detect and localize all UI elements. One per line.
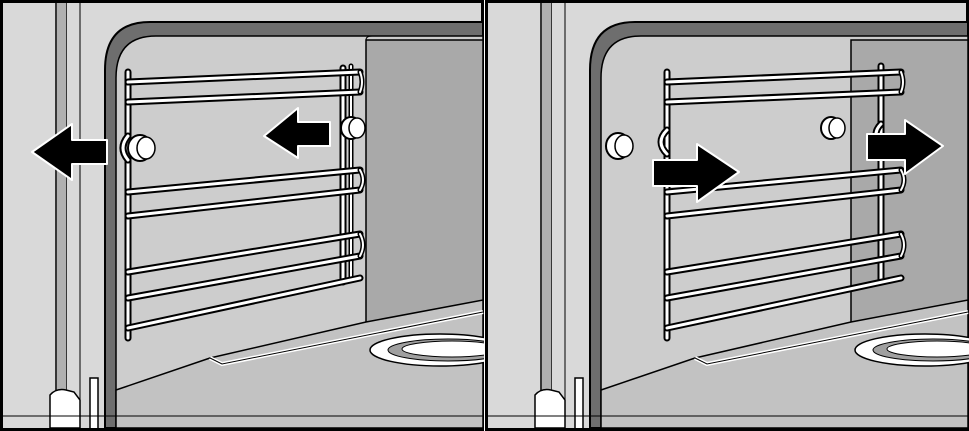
fan-cover-center [402,341,484,357]
cavity-back-wall [851,40,968,322]
mounting-stud-front [128,135,155,161]
hinge-post [90,378,98,428]
hinge-post [575,378,583,428]
panel-insert-rack [485,0,969,431]
panel-remove-rack-drawing [0,0,484,431]
fan-cover-center [887,341,969,357]
mounting-stud-rear [341,117,365,139]
cavity-back-wall [366,40,483,322]
door-gap [57,3,66,428]
door-hinge [535,390,565,428]
mounting-stud-rear [821,117,845,139]
door-hinge [50,390,80,428]
panel-remove-rack [0,0,484,431]
door-gap [542,3,551,428]
mounting-stud-front [606,133,633,159]
panel-insert-rack-drawing [485,0,969,431]
